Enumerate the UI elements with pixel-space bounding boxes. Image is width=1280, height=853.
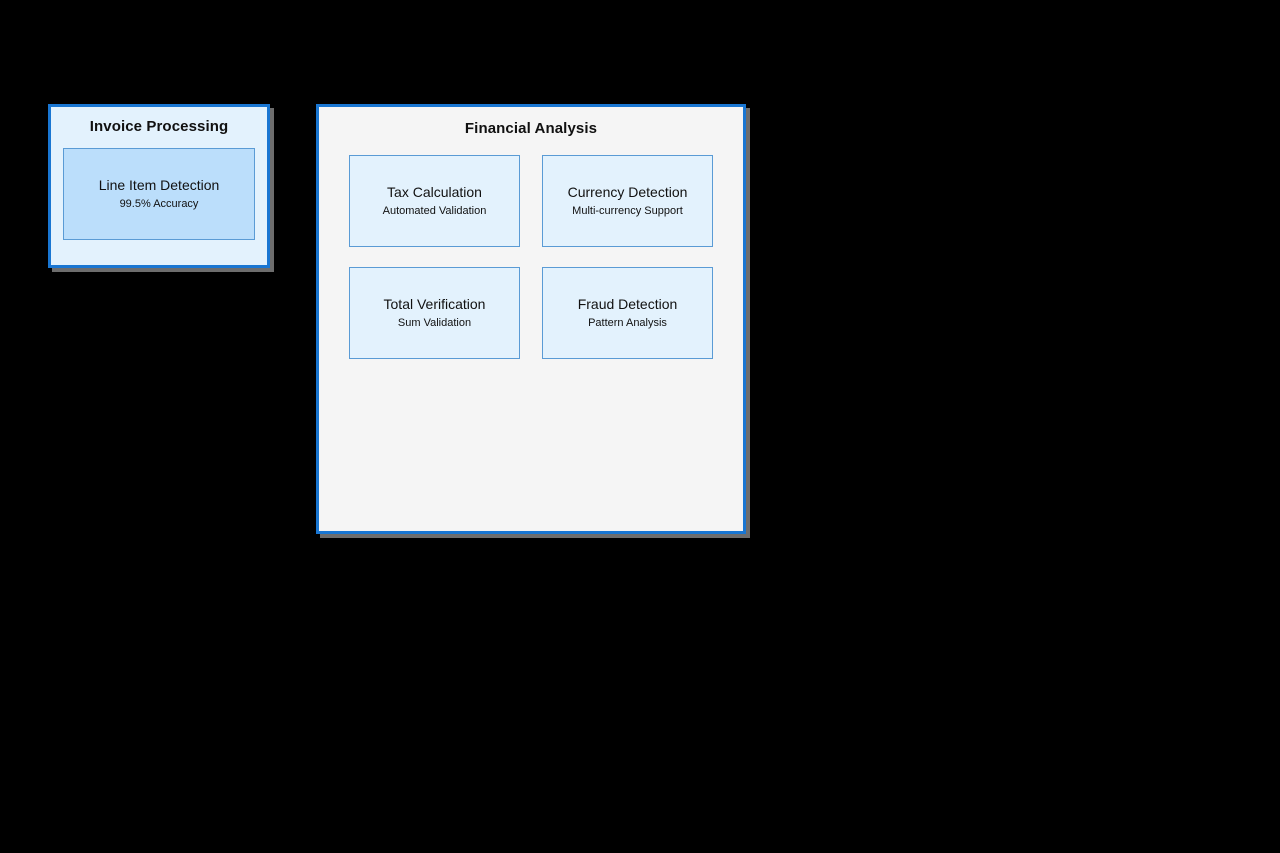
card-label: Line Item Detection <box>98 177 220 193</box>
panel-title-financial-analysis: Financial Analysis <box>464 120 598 137</box>
card-subtitle: Multi-currency Support <box>572 205 683 217</box>
card-label: Currency Detection <box>567 184 688 200</box>
card-currency-detection[interactable]: Currency Detection Multi-currency Suppor… <box>542 155 713 247</box>
card-fraud-detection[interactable]: Fraud Detection Pattern Analysis <box>542 267 713 359</box>
card-stack-invoice-processing: Line Item Detection 99.5% Accuracy <box>63 148 255 240</box>
card-total-verification[interactable]: Total Verification Sum Validation <box>349 267 520 359</box>
card-tax-calculation[interactable]: Tax Calculation Automated Validation <box>349 155 520 247</box>
panel-invoice-processing: Invoice Processing Line Item Detection 9… <box>48 104 270 268</box>
card-subtitle: Sum Validation <box>397 317 472 329</box>
panel-financial-analysis: Financial Analysis Tax Calculation Autom… <box>316 104 746 534</box>
card-label: Total Verification <box>383 296 486 312</box>
card-subtitle: Automated Validation <box>382 205 487 217</box>
card-grid-financial-analysis: Tax Calculation Automated Validation Cur… <box>349 155 713 359</box>
card-label: Fraud Detection <box>577 296 678 312</box>
card-subtitle: Pattern Analysis <box>588 317 667 329</box>
card-line-item-detection[interactable]: Line Item Detection 99.5% Accuracy <box>63 148 255 240</box>
card-subtitle: 99.5% Accuracy <box>119 198 199 210</box>
panel-title-invoice-processing: Invoice Processing <box>89 118 229 135</box>
card-label: Tax Calculation <box>387 184 482 200</box>
